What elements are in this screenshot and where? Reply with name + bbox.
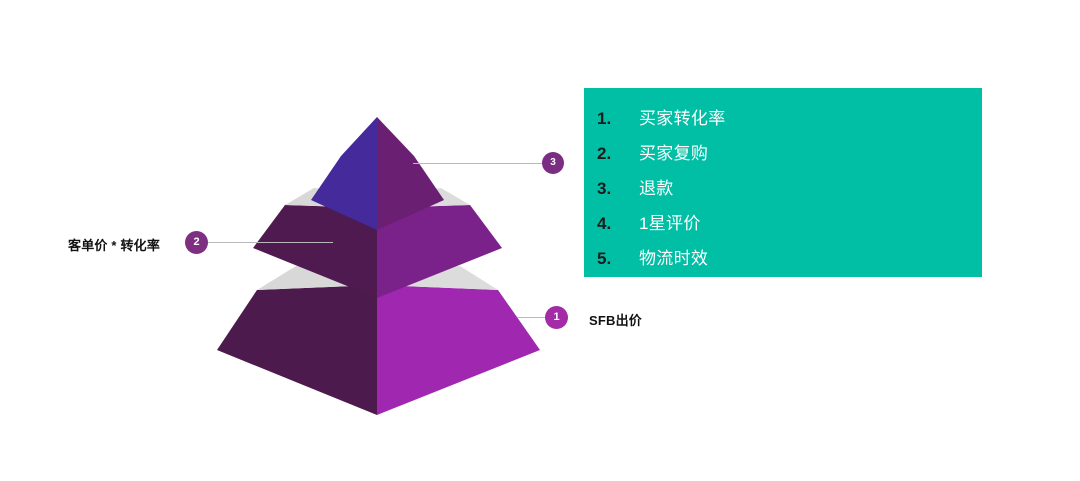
callout-box: 1. 买家转化率 2. 买家复购 3. 退款 4. 1星评价 5. 物流时效 xyxy=(584,88,982,277)
list-item: 5. 物流时效 xyxy=(584,244,982,279)
badge-tier3[interactable]: 3 xyxy=(542,152,564,174)
badge-tier1[interactable]: 1 xyxy=(545,306,568,329)
label-tier2: 客单价 * 转化率 xyxy=(68,238,161,253)
pyramid-tier-bottom-right-face xyxy=(377,285,540,415)
connector-line-tier2 xyxy=(208,242,333,243)
list-item-label: 买家复购 xyxy=(639,144,709,163)
badge-tier2[interactable]: 2 xyxy=(185,231,208,254)
list-item-label: 退款 xyxy=(639,179,674,198)
list-item-number: 4. xyxy=(597,214,612,233)
list-item-label: 买家转化率 xyxy=(639,109,726,128)
list-item-number: 5. xyxy=(597,249,612,268)
list-item-number: 3. xyxy=(597,179,612,198)
list-item-number: 1. xyxy=(597,109,612,128)
list-item: 3. 退款 xyxy=(584,174,982,209)
list-item-number: 2. xyxy=(597,144,612,163)
list-item: 1. 买家转化率 xyxy=(584,104,982,139)
pyramid-tier-top xyxy=(311,117,444,230)
pyramid-tier-top-right-face xyxy=(377,117,444,230)
list-item-label: 物流时效 xyxy=(639,249,709,268)
label-tier1: SFB出价 xyxy=(589,313,643,328)
connector-line-tier1 xyxy=(517,317,552,318)
pyramid-tier-middle-left-face xyxy=(253,205,377,298)
list-item-label: 1星评价 xyxy=(639,214,701,233)
pyramid-tier-middle-right-face xyxy=(377,205,502,298)
list-item: 4. 1星评价 xyxy=(584,209,982,244)
pyramid-tier-bottom-left-face xyxy=(217,285,377,415)
pyramid-tier-top-left-face xyxy=(311,117,377,230)
pyramid-graphic xyxy=(195,100,565,430)
connector-line-tier3 xyxy=(413,163,543,164)
list-item: 2. 买家复购 xyxy=(584,139,982,174)
